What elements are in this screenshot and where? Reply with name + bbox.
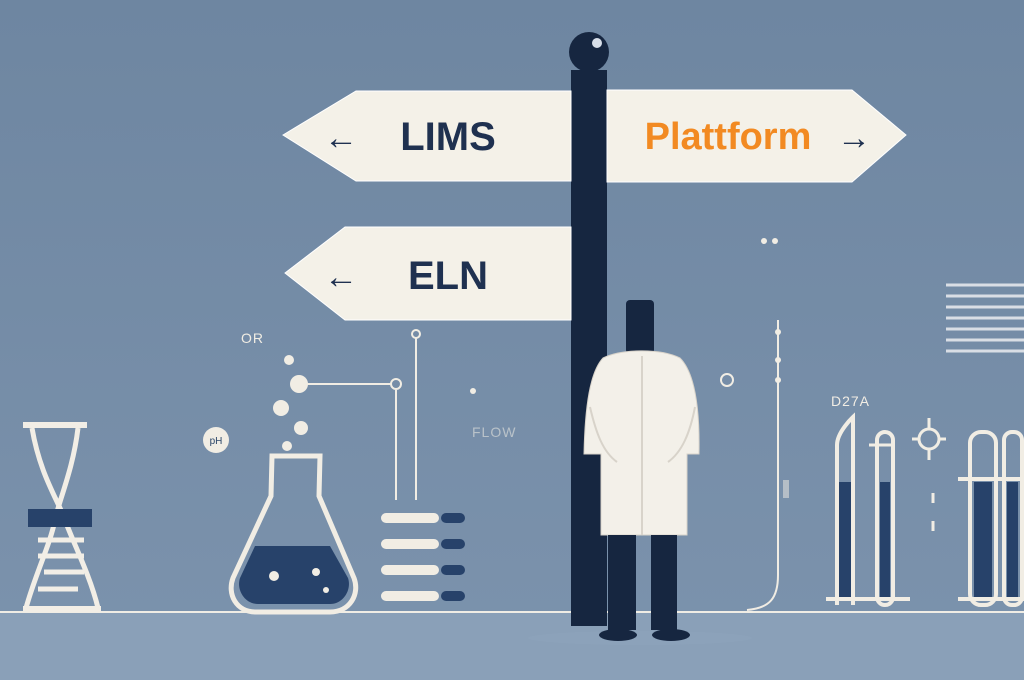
sign-eln: ← ELN	[284, 226, 572, 321]
signpost-cap	[569, 32, 609, 72]
signpost-pole	[571, 70, 607, 626]
lims-arrow-icon: ←	[324, 119, 358, 157]
floor	[0, 612, 1024, 680]
eln-label: ELN	[408, 254, 488, 298]
or-label: OR	[241, 330, 264, 346]
signpost: ← LIMS Plattform → ← ELN	[282, 32, 907, 626]
platform-label: Plattform	[645, 116, 812, 158]
eln-arrow-icon: ←	[324, 258, 358, 296]
flask-with-bubbles	[228, 355, 359, 615]
connector-lines	[300, 329, 476, 500]
scientist-figure	[528, 300, 752, 645]
bar-stack	[381, 513, 465, 601]
right-hatch-decoration	[946, 283, 1024, 353]
right-tubing-decoration	[720, 238, 789, 611]
ph-meter-icon: pH	[203, 427, 229, 453]
d27a-label: D27A	[831, 393, 870, 409]
flow-label: FLOW	[472, 424, 516, 440]
scientist-head	[626, 300, 654, 354]
platform-arrow-icon: →	[837, 119, 871, 157]
sign-lims: ← LIMS	[282, 90, 572, 182]
ph-label: pH	[210, 436, 223, 447]
sign-platform: Plattform →	[606, 89, 907, 183]
hourglass	[23, 422, 101, 612]
lims-label: LIMS	[400, 115, 496, 159]
test-tubes	[826, 412, 1024, 607]
